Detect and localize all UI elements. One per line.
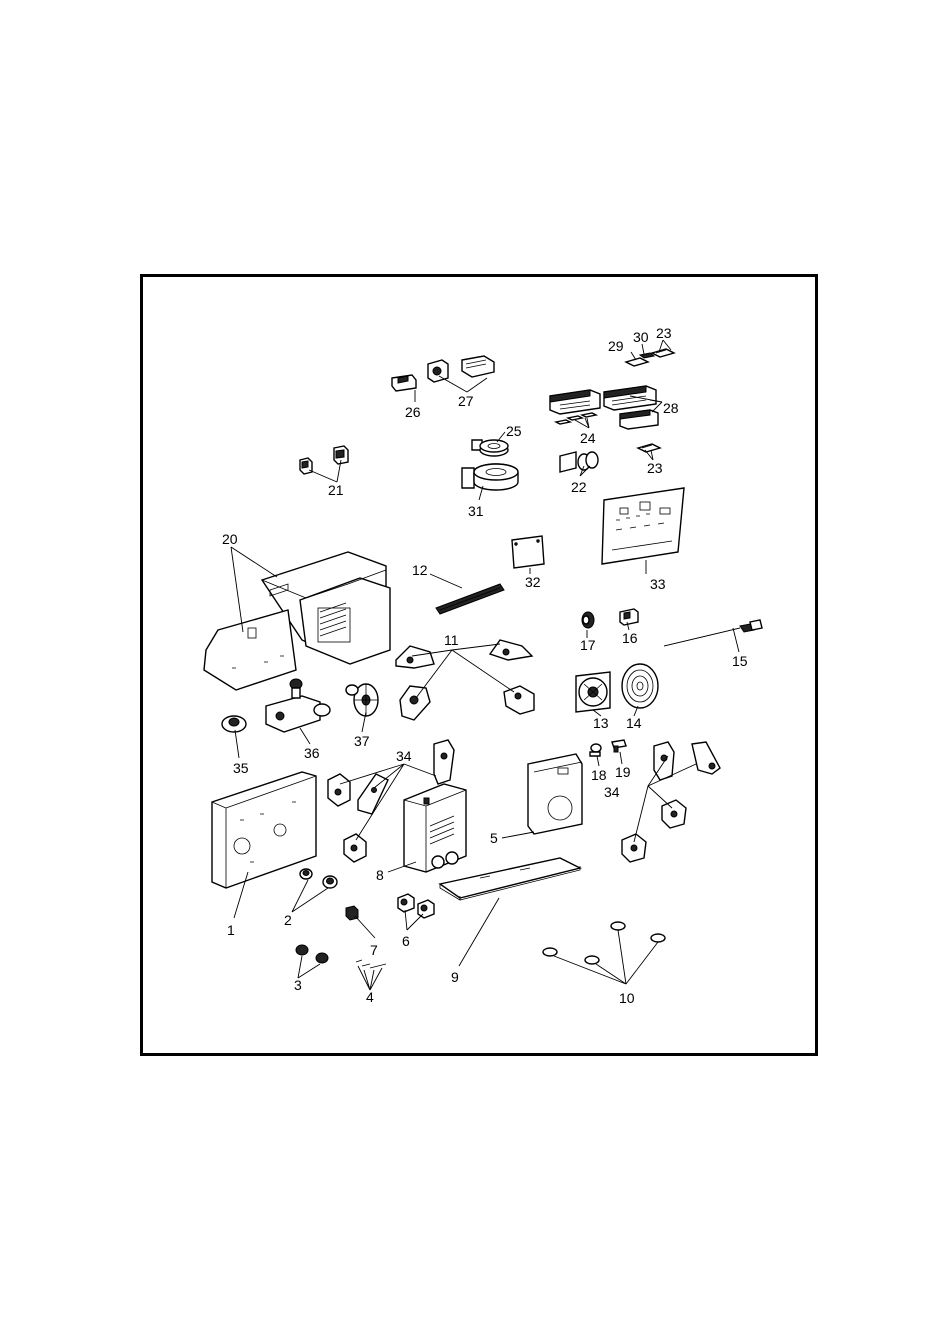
callout-32: 32 xyxy=(525,574,541,590)
callout-26: 26 xyxy=(405,404,421,420)
callout-16: 16 xyxy=(622,630,638,646)
part-11-bracket-c xyxy=(400,686,430,720)
callout-18: 18 xyxy=(591,767,607,783)
callout-7: 7 xyxy=(370,942,378,958)
part-9-base xyxy=(440,858,580,900)
part-34-bracket-l4 xyxy=(344,834,366,862)
part-22-capacitors xyxy=(560,452,598,472)
callout-6: 6 xyxy=(402,933,410,949)
callout-33: 33 xyxy=(650,576,666,592)
part-26-module xyxy=(392,375,416,391)
callout-23-lower: 23 xyxy=(647,460,663,476)
part-36-wire-feeder xyxy=(266,679,330,732)
part-27-module-a xyxy=(428,360,448,382)
callout-14: 14 xyxy=(626,715,642,731)
callout-29: 29 xyxy=(608,338,624,354)
part-28-heatsink-c xyxy=(620,410,658,429)
part-10-feet xyxy=(543,922,665,964)
part-18-fitting xyxy=(590,744,601,756)
callout-30: 30 xyxy=(633,329,649,345)
part-11-bracket-b xyxy=(490,640,532,660)
callout-20: 20 xyxy=(222,531,238,547)
callout-3: 3 xyxy=(294,977,302,993)
part-14-grille xyxy=(622,664,658,708)
part-28-heatsink-b xyxy=(604,386,656,410)
callout-19: 19 xyxy=(615,764,631,780)
callout-12: 12 xyxy=(412,562,428,578)
callout-2: 2 xyxy=(284,912,292,928)
callout-15: 15 xyxy=(732,653,748,669)
callout-23-top: 23 xyxy=(656,325,672,341)
part-28-heatsink-a xyxy=(550,390,600,414)
callout-22: 22 xyxy=(571,479,587,495)
callout-17: 17 xyxy=(580,637,596,653)
part-5-rear-panel xyxy=(528,754,582,834)
part-23-clip-lower xyxy=(638,444,660,452)
callout-10: 10 xyxy=(619,990,635,1006)
part-34-bracket-r4 xyxy=(622,834,646,862)
part-6-connectors xyxy=(398,894,434,918)
callout-13: 13 xyxy=(593,715,609,731)
part-34-bracket-l3 xyxy=(434,740,454,784)
part-34-bracket-r3 xyxy=(662,800,686,828)
part-11-bracket-d xyxy=(504,686,534,714)
callout-1: 1 xyxy=(227,922,235,938)
part-17-knob xyxy=(582,612,594,628)
callout-4: 4 xyxy=(366,989,374,1005)
callout-5: 5 xyxy=(490,830,498,846)
callout-21: 21 xyxy=(328,482,344,498)
part-35-fitting xyxy=(222,716,246,732)
part-37-spool xyxy=(346,684,378,716)
part-27-module-b xyxy=(462,356,494,377)
part-16-switch xyxy=(620,609,638,625)
part-19-fitting xyxy=(612,740,626,752)
callout-11: 11 xyxy=(444,632,459,648)
callout-37: 37 xyxy=(354,733,370,749)
part-11-bracket-a xyxy=(396,646,434,668)
part-24-clips xyxy=(556,413,596,424)
part-25-core xyxy=(472,440,508,456)
part-34-bracket-r1 xyxy=(654,742,674,780)
part-1-side-plate xyxy=(212,772,316,888)
part-20-side-panel xyxy=(204,610,296,690)
callout-36: 36 xyxy=(304,745,320,761)
callout-34-right: 34 xyxy=(604,784,620,800)
callout-31: 31 xyxy=(468,503,484,519)
part-12-rail xyxy=(436,584,504,614)
part-15-cable xyxy=(664,620,762,646)
part-4-screws xyxy=(356,960,386,968)
part-32-plate xyxy=(512,536,544,568)
callout-27: 27 xyxy=(458,393,474,409)
leader-lines xyxy=(231,340,739,990)
callout-24: 24 xyxy=(580,430,596,446)
callout-28: 28 xyxy=(663,400,679,416)
part-34-bracket-l1 xyxy=(328,774,350,806)
part-31-core xyxy=(462,464,518,490)
part-33-pcb xyxy=(602,488,684,564)
callout-25: 25 xyxy=(506,423,522,439)
callout-labels: 29 30 23 26 27 28 24 25 23 21 22 31 20 1… xyxy=(222,325,748,1006)
part-13-fan xyxy=(576,672,610,712)
callout-8: 8 xyxy=(376,867,384,883)
part-30-clip xyxy=(640,353,654,358)
part-29-clip xyxy=(626,358,648,366)
callout-35: 35 xyxy=(233,760,249,776)
callout-9: 9 xyxy=(451,969,459,985)
part-8-front-panel xyxy=(404,784,466,872)
part-34-bracket-r2 xyxy=(692,742,720,774)
callout-34-left: 34 xyxy=(396,748,412,764)
